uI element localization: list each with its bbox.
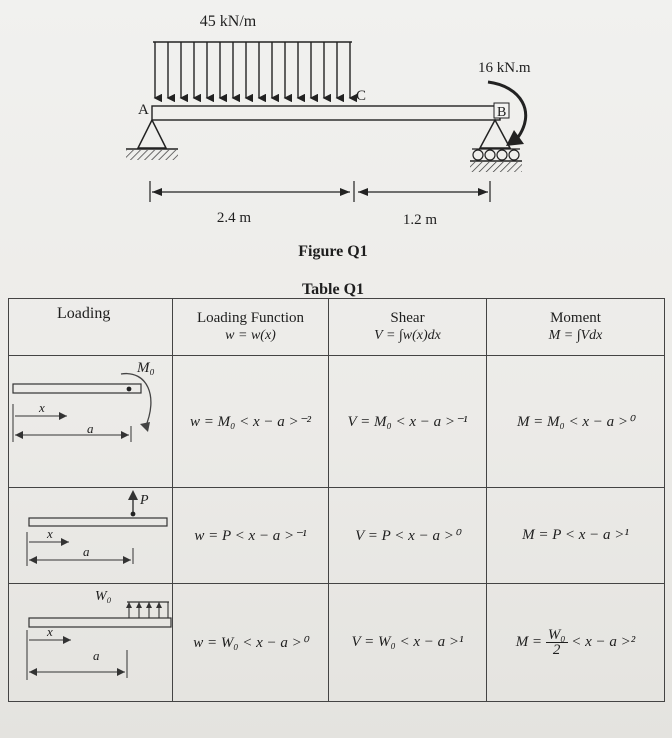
roller-support-b (470, 118, 522, 172)
row2-p-label: P (139, 493, 149, 508)
loading-diagram-point-load: P x a (8, 487, 173, 584)
loading-diagram-moment: M₀ x a (8, 355, 173, 488)
row1-x-label: x (38, 400, 45, 415)
header-loading: Loading (8, 298, 173, 356)
distributed-load-label: 45 kN/m (200, 13, 257, 30)
header-loading-function-sub: w = w(x) (225, 328, 276, 343)
row3-shear: V = W₀ < x − a >¹ (328, 583, 487, 702)
header-moment: Moment M = ∫Vdx (486, 298, 665, 356)
figure-caption: Figure Q1 (298, 243, 367, 260)
row3-moment: M = W₀ 2 < x − a >² (486, 583, 665, 702)
row3-moment-denominator: 2 (552, 642, 561, 658)
table-q1: Loading Loading Function w = w(x) Shear … (8, 298, 665, 702)
row2-x-label: x (46, 526, 53, 541)
beam (151, 105, 501, 121)
row1-loading-function: w = M₀ < x − a >⁻² (172, 355, 329, 488)
row3-loading-function: w = W₀ < x − a >⁰ (172, 583, 329, 702)
table-row: W₀ (8, 583, 665, 702)
dimension-left-label: 2.4 m (217, 210, 252, 226)
row1-moment: M = M₀ < x − a >⁰ (486, 355, 665, 488)
point-c-label: C (356, 88, 366, 104)
point-b-label: B (497, 105, 506, 120)
row2-shear: V = P < x − a >⁰ (328, 487, 487, 584)
row3-w0-label: W₀ (95, 589, 112, 604)
moment-arrow-icon (487, 80, 528, 146)
dimension-right-label: 1.2 m (403, 212, 438, 228)
dimension-lines (149, 181, 491, 202)
row3-moment-numerator: W₀ (545, 627, 568, 643)
row1-shear: V = M₀ < x − a >⁻¹ (328, 355, 487, 488)
distributed-load-arrows (153, 42, 357, 103)
row3-x-label: x (46, 624, 53, 639)
header-moment-title: Moment (550, 310, 601, 326)
header-loading-function: Loading Function w = w(x) (172, 298, 329, 356)
row2-a-label: a (83, 544, 90, 559)
row3-a-label: a (93, 648, 100, 663)
row1-a-label: a (87, 421, 94, 436)
header-loading-function-title: Loading Function (196, 310, 305, 326)
point-a-label: A (138, 102, 149, 118)
table-row: M₀ x a w = M₀ < x − a >⁻² V = M₀ < x − a… (8, 355, 665, 488)
header-shear-title: Shear (390, 310, 425, 326)
loading-diagram-uniform-load: W₀ (8, 583, 173, 702)
row2-moment: M = P < x − a >¹ (486, 487, 665, 584)
moment-label: 16 kN.m (478, 60, 531, 76)
table-row: P x a w = P < x − a >⁻¹ V = P < x − a >⁰… (8, 487, 665, 584)
beam-figure: 45 kN/m A C B (126, 13, 531, 298)
row3-moment-suffix: < x − a >² (571, 633, 636, 650)
table-caption: Table Q1 (302, 281, 364, 298)
table-header-row: Loading Loading Function w = w(x) Shear … (8, 298, 665, 356)
pin-support-a (126, 118, 178, 160)
row1-moment-label: M₀ (136, 360, 155, 376)
point-b-box (493, 102, 510, 119)
row3-moment-prefix: M = (515, 633, 543, 650)
header-moment-sub: M = ∫Vdx (548, 328, 603, 343)
header-shear-sub: V = ∫w(x)dx (374, 328, 441, 343)
header-shear: Shear V = ∫w(x)dx (328, 298, 487, 356)
row3-moment-fraction: W₀ 2 (545, 627, 568, 658)
row2-loading-function: w = P < x − a >⁻¹ (172, 487, 329, 584)
